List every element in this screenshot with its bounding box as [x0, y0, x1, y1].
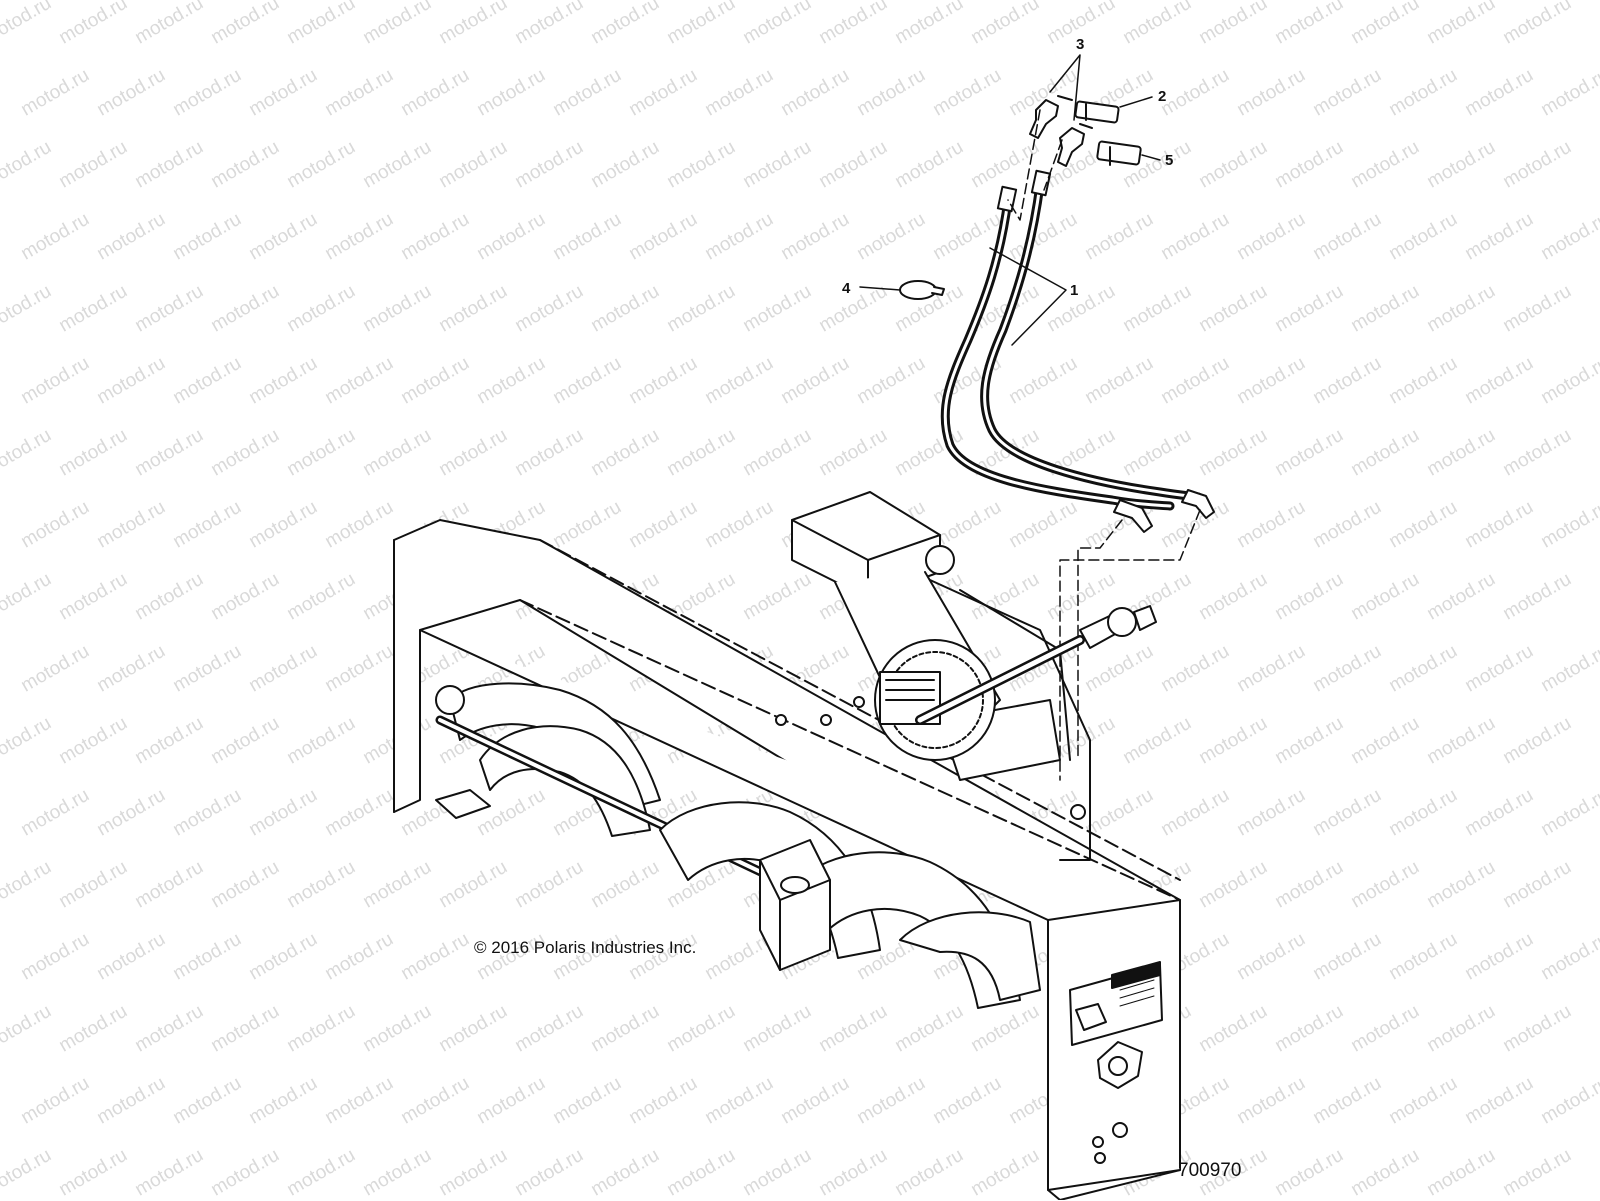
hydraulic-hose-pair — [940, 180, 1203, 511]
callout-4: 4 — [842, 280, 851, 297]
lower-fasteners — [775, 696, 1128, 1164]
auger-gearbox — [759, 839, 831, 971]
copyright-notice: © 2016 Polaris Industries Inc. — [474, 938, 697, 957]
hose-end-fittings — [996, 169, 1215, 533]
callout-3: 3 — [1076, 36, 1085, 53]
callout-leaders — [859, 54, 1161, 346]
hose-clamp — [899, 280, 945, 300]
assembly-dashed-lines — [1007, 109, 1201, 781]
chute-rotation-gear — [874, 639, 996, 761]
figure-number: 700970 — [1178, 1160, 1242, 1181]
callout-2: 2 — [1158, 88, 1167, 105]
danger-decal — [1069, 961, 1163, 1046]
auger-right — [659, 801, 1041, 1009]
skid-shoe — [435, 789, 491, 819]
quick-couplers — [1074, 100, 1142, 166]
driveshaft — [915, 605, 1157, 725]
callout-1: 1 — [1070, 282, 1079, 299]
bearing-flange — [1097, 1041, 1143, 1089]
auger-left — [435, 682, 825, 905]
callout-5: 5 — [1165, 152, 1174, 169]
